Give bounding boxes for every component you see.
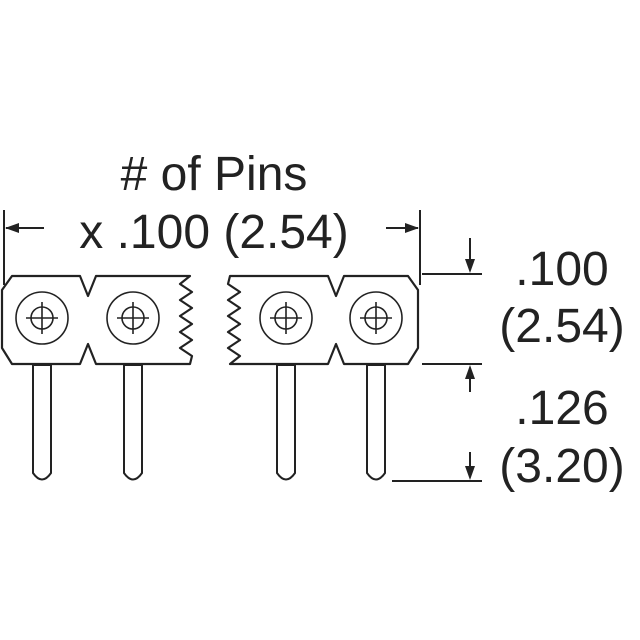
down-arrow-icon bbox=[465, 466, 475, 480]
pin-3 bbox=[276, 364, 296, 481]
right-connector-segment bbox=[226, 274, 420, 481]
contact-socket-2 bbox=[106, 291, 160, 345]
pitch-formula-label: x .100 (2.54) bbox=[79, 206, 348, 259]
contact-socket-4 bbox=[349, 291, 403, 345]
pin-2 bbox=[123, 364, 143, 481]
contact-socket-1 bbox=[15, 291, 69, 345]
down-arrow-icon bbox=[465, 259, 475, 273]
body-height-mm-label: (2.54) bbox=[499, 300, 624, 353]
pin-1 bbox=[32, 364, 52, 481]
right-arrow-icon bbox=[405, 223, 419, 233]
pin-length-mm-label: (3.20) bbox=[499, 440, 624, 493]
overall-width-dimension bbox=[3, 210, 421, 285]
right-housing-body bbox=[226, 274, 420, 366]
left-connector-segment bbox=[0, 274, 194, 481]
pin-length-inch-label: .126 bbox=[515, 382, 608, 435]
up-arrow-icon bbox=[465, 365, 475, 379]
vertical-dimensions bbox=[392, 238, 482, 482]
left-arrow-icon bbox=[5, 223, 19, 233]
pin-4 bbox=[366, 364, 386, 481]
pins-title-label: # of Pins bbox=[121, 148, 308, 201]
body-height-inch-label: .100 bbox=[515, 243, 608, 296]
contact-socket-3 bbox=[259, 291, 313, 345]
